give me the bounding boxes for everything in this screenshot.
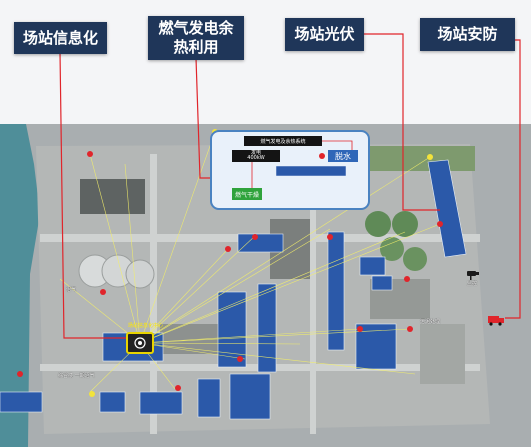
map-label-bottom-left: 综合楼 一期沼气 <box>58 373 95 379</box>
tree-area <box>365 146 475 171</box>
pv-array <box>229 373 271 420</box>
camera-label: 监控 <box>467 281 478 287</box>
location-marker-icon <box>327 234 333 240</box>
pv-array <box>359 256 386 276</box>
gas-dryer-label: 燃气干燥 <box>234 191 259 199</box>
fire-truck-icon <box>487 311 505 326</box>
pv-array <box>237 233 284 253</box>
dewater-label: 脱水 <box>335 151 351 161</box>
location-marker-icon <box>225 246 231 252</box>
pv-arrays <box>0 159 467 420</box>
location-marker-icon <box>17 371 23 377</box>
pv-array <box>139 391 183 415</box>
location-marker-icon <box>87 151 93 157</box>
storage-tank <box>125 259 155 289</box>
pv-array <box>327 231 345 351</box>
info-hub-icon <box>126 332 154 354</box>
generator-label: 发电 <box>250 150 261 156</box>
system-title-box: 燃气发电及余热系统 <box>244 136 322 146</box>
digester-tank <box>365 211 391 237</box>
map-label-mid-left: 沼气 <box>66 287 77 293</box>
map-label-building-right: 污泥处理 <box>420 319 441 325</box>
water-area <box>0 124 40 447</box>
location-marker-icon <box>404 276 410 282</box>
site-map-graphics <box>0 124 490 447</box>
inset-pv-strip <box>276 166 346 176</box>
callout-info <box>59 51 126 339</box>
location-marker-icon <box>252 234 258 240</box>
label-info: 场站信息化 <box>14 22 107 54</box>
label-gas-heat-line1: 燃气发电余 <box>158 19 234 37</box>
inset-connectors <box>251 140 353 188</box>
pv-array <box>197 378 221 418</box>
generator-spec: 400kW <box>247 155 265 161</box>
digester-tank <box>392 211 418 237</box>
generator-box: 发电 400kW <box>232 150 280 162</box>
digester-tank <box>403 247 427 271</box>
hub-label: 场站信息化中心 <box>128 323 164 329</box>
label-security-text: 场站安防 <box>437 25 498 43</box>
label-pv: 场站光伏 <box>285 18 364 51</box>
surveillance-camera-icon <box>466 266 480 280</box>
system-title: 燃气发电及余热系统 <box>260 138 306 145</box>
road <box>310 154 316 434</box>
label-gas-heat: 燃气发电余 热利用 <box>148 16 244 60</box>
dewater-box: 脱水 <box>328 150 358 162</box>
location-markers <box>17 151 443 391</box>
monitor-icon <box>134 337 146 349</box>
gas-heat-inset-panel: 燃气发电及余热系统 发电 400kW 脱水 燃气干燥 <box>210 130 370 210</box>
pv-array <box>99 391 126 413</box>
label-security: 场站安防 <box>420 18 515 51</box>
pv-array <box>0 391 43 413</box>
location-marker-icon <box>237 356 243 362</box>
location-marker-icon <box>175 385 181 391</box>
callout-pv <box>356 33 440 211</box>
location-marker-icon <box>357 326 363 332</box>
location-marker-icon <box>437 221 443 227</box>
plant-building <box>420 324 465 384</box>
digester-tank <box>380 237 404 261</box>
pv-marker-icon <box>89 391 95 397</box>
sludge-tank-area <box>80 179 145 214</box>
label-pv-text: 场站光伏 <box>294 25 355 43</box>
label-info-text: 场站信息化 <box>22 28 98 47</box>
location-marker-icon <box>407 326 413 332</box>
road <box>150 154 157 434</box>
pv-array <box>257 283 277 373</box>
location-marker-icon <box>100 289 106 295</box>
callout-security <box>505 39 521 319</box>
label-gas-heat-line2: 热利用 <box>173 38 219 56</box>
pv-marker-icon <box>427 154 433 160</box>
pv-array <box>371 275 393 291</box>
gas-dryer-box: 燃气干燥 <box>232 188 262 200</box>
